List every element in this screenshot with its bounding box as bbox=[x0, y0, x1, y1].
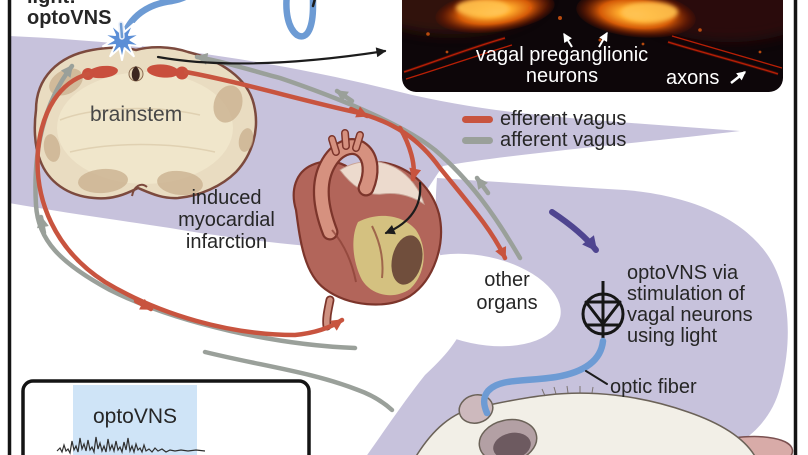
axon-streaks bbox=[403, 35, 783, 80]
fiber-to-brainstem bbox=[119, 0, 187, 42]
brainstem-bottom-crease bbox=[131, 183, 148, 197]
afferent-right-loop bbox=[194, 52, 523, 261]
coronary-vessels bbox=[331, 225, 384, 283]
brainstem-shaded-patches bbox=[43, 68, 254, 196]
brainstem-texture-lines bbox=[59, 107, 216, 153]
central-canal bbox=[131, 66, 140, 81]
efferent-left-mid-arrow bbox=[133, 298, 154, 312]
aorta bbox=[312, 129, 379, 241]
axon-direction-icon bbox=[730, 71, 746, 84]
efferent-label: efferent vagus bbox=[500, 108, 627, 130]
annotation-arrows bbox=[156, 47, 422, 235]
fiber-to-mouse bbox=[480, 337, 607, 417]
brainstem-illustration bbox=[33, 46, 258, 200]
swoosh-lower-blob bbox=[367, 178, 788, 455]
led-diode-symbol bbox=[581, 281, 625, 341]
afferent-bottom-branch bbox=[202, 349, 395, 413]
efferent-right-loop bbox=[183, 69, 508, 261]
mouse-ear-inner bbox=[493, 432, 531, 455]
fiber-top-connector bbox=[311, 0, 316, 8]
micrograph-panel bbox=[402, 0, 783, 92]
swoosh-white-notch bbox=[399, 253, 561, 347]
starburst-icon bbox=[102, 19, 142, 61]
infarct-core bbox=[391, 235, 423, 285]
neuron-arrow-left-icon bbox=[563, 32, 573, 48]
afferent-left-mid-arrow bbox=[37, 214, 49, 236]
legend-row-afferent: afferent vagus bbox=[462, 130, 626, 150]
mouse-illustration bbox=[416, 385, 794, 455]
infarct-pointer-arrow bbox=[384, 181, 422, 235]
brainstem-to-micrograph-arrow bbox=[156, 47, 387, 65]
transition-arrow bbox=[549, 209, 599, 253]
heart-bottom-vessel bbox=[322, 295, 335, 331]
efferent-heart-branch bbox=[397, 125, 422, 182]
neuron-arrow-right-icon bbox=[598, 31, 608, 48]
efferent-left-loop bbox=[35, 71, 345, 338]
mouse-fur-ticks bbox=[541, 385, 594, 397]
fluorescent-specks bbox=[426, 6, 762, 54]
legend: efferent vagus afferent vagus bbox=[462, 109, 626, 151]
afferent-right-mid-arrow-1 bbox=[474, 175, 491, 196]
led-triangle bbox=[584, 300, 622, 326]
afferent-right-mid-arrow-2 bbox=[334, 88, 355, 104]
brainstem-inner-highlight bbox=[57, 72, 233, 184]
signal-trace bbox=[56, 436, 206, 455]
signal-box bbox=[21, 379, 311, 455]
afferent-swatch bbox=[462, 136, 493, 144]
optic-fiber-label-tick bbox=[585, 370, 608, 385]
efferent-swatch bbox=[462, 115, 493, 123]
heart-illustration bbox=[292, 129, 443, 331]
figure-border bbox=[7, 0, 798, 455]
stimulation-highlight-band bbox=[73, 385, 197, 455]
vagus-arrows bbox=[33, 52, 523, 413]
fiber-top-loop bbox=[283, 0, 317, 40]
afferent-label: afferent vagus bbox=[500, 129, 627, 151]
efferent-right-mid-arrow bbox=[348, 106, 370, 119]
optic-fiber-lines bbox=[119, 0, 608, 417]
neuron-pointer-arrows bbox=[563, 31, 746, 84]
legend-row-efferent: efferent vagus bbox=[462, 109, 626, 129]
